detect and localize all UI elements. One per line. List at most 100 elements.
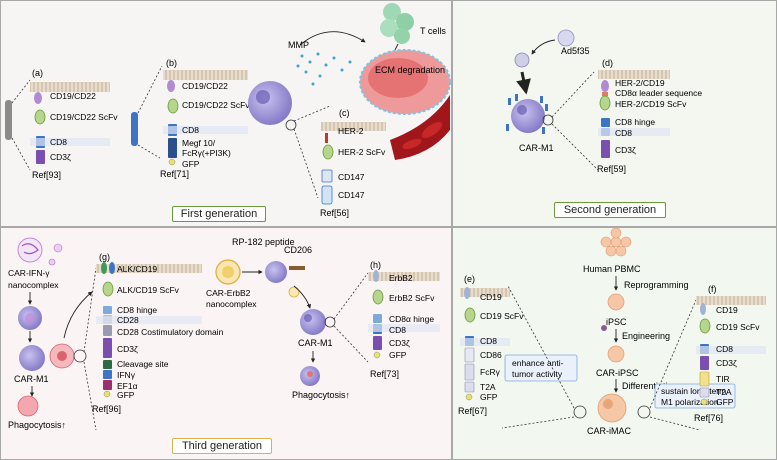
label-t-cells: T cells [420, 26, 446, 36]
label-ecm: ECM degradation [375, 65, 445, 75]
label-b-4: FcRγ(+PI3K) [182, 148, 231, 158]
ref-h: Ref[73] [370, 369, 399, 379]
label-e-6: GFP [480, 392, 498, 402]
construct-c: (c) HER-2 HER-2 ScFv CD147 CD147 Ref[56] [320, 108, 386, 218]
label-ifn-nano-0: CAR-IFN-γ [8, 268, 50, 278]
ref-c: Ref[56] [320, 208, 349, 218]
car-m1-erbb2-cell [300, 309, 326, 335]
tag-c: (c) [339, 108, 350, 118]
construct-d: (d) HER-2/CD19 CD8α leader sequence HER-… [597, 58, 702, 174]
ref-g: Ref[96] [92, 404, 121, 414]
second-generation-label: Second generation [554, 202, 666, 218]
third-gen-right: RP-182 peptide CAR-ErbB2 nanocomplex CD2… [206, 237, 369, 400]
label-d-0: HER-2/CD19 [615, 78, 665, 88]
label-f-2: CD8 [716, 344, 733, 354]
construct-f: (f) CD19 CD19 ScFv CD8 CD3ζ TIR T2A GFP … [694, 284, 766, 423]
second-gen-scene: Ad5f35 CAR-M1 [506, 29, 599, 171]
membrane-a [30, 82, 110, 92]
ad5f35-virus-icon [557, 29, 575, 47]
tag-e: (e) [464, 274, 475, 284]
label-e-3: CD86 [480, 350, 502, 360]
label-c-1: HER-2 ScFv [338, 147, 386, 157]
tag-d: (d) [602, 58, 613, 68]
t-cells-cluster [380, 3, 414, 44]
label-c-0: HER-2 [338, 126, 364, 136]
macrophage-cell [248, 81, 292, 125]
label-c-3: CD147 [338, 190, 365, 200]
label-car-m1-second: CAR-M1 [519, 143, 554, 153]
label-g-9: GFP [117, 390, 135, 400]
label-e-5: T2A [480, 382, 496, 392]
receptor-icon-b [131, 112, 138, 146]
label-erb-nano-1: nanocomplex [206, 299, 257, 309]
membrane-c [321, 122, 386, 131]
first-generation-label: First generation [172, 206, 266, 222]
tag-h: (h) [370, 260, 381, 270]
label-e-0: CD19 [480, 292, 502, 302]
label-ad5f35: Ad5f35 [561, 46, 590, 56]
ref-f: Ref[76] [694, 413, 723, 423]
membrane-e [460, 288, 510, 297]
label-g-2: CD8 hinge [117, 305, 157, 315]
third-generation-label: Third generation [172, 438, 272, 454]
panel-second-generation [452, 0, 777, 227]
car-m1-third-cell [19, 345, 45, 371]
label-ipsc: iPSC [606, 317, 627, 327]
construct-h: (h) ErbB2 ErbB2 ScFv CD8α hinge CD8 CD3ζ… [368, 260, 440, 379]
label-e-2: CD8 [480, 336, 497, 346]
label-g-3: CD28 [117, 315, 139, 325]
label-mmp: MMP [288, 40, 309, 50]
car-m1-cell [511, 99, 545, 133]
macrophage-cd206 [265, 261, 287, 283]
label-g-5: CD3ζ [117, 344, 138, 354]
label-phagocytosis-third: Phagocytosis↑ [8, 420, 66, 430]
phagocytosed-tumor [17, 395, 39, 417]
label-g-6: Cleavage site [117, 359, 169, 369]
label-c-2: CD147 [338, 172, 365, 182]
label-a-1: CD19/CD22 ScFv [50, 112, 118, 122]
label-a-0: CD19/CD22 [50, 91, 96, 101]
label-f-3: CD3ζ [716, 358, 737, 368]
tag-a: (a) [32, 68, 43, 78]
label-phagocytosis-erbb2: Phagocytosis↑ [292, 390, 350, 400]
label-erb-nano-0: CAR-ErbB2 [206, 288, 251, 298]
membrane-d [598, 70, 670, 79]
tag-b: (b) [166, 58, 177, 68]
panel-first-generation [0, 0, 452, 227]
label-car-m1-erbb2: CAR-M1 [298, 338, 333, 348]
tag-g: (g) [99, 252, 110, 262]
label-d-5: CD3ζ [615, 145, 636, 155]
third-gen-left: CAR-IFN-γ nanocomplex CAR-M1 Phagocytosi… [8, 237, 97, 431]
label-h-0: ErbB2 [389, 273, 413, 283]
adenovirus-icon [514, 52, 530, 68]
label-g-1: ALK/CD19 ScFv [117, 285, 180, 295]
membrane-b [163, 70, 248, 80]
label-d-3: CD8 hinge [615, 117, 655, 127]
receptor-icon-a [5, 100, 12, 140]
ecm-scene: MMP T cells ECM degradation [248, 3, 451, 199]
label-b-3: Megf 10/ [182, 138, 216, 148]
membrane-h [368, 272, 440, 281]
label-car-m1-third: CAR-M1 [14, 374, 49, 384]
construct-b: (b) CD19/CD22 CD19/CD22 ScFv CD8 Megf 10… [131, 58, 250, 179]
label-b-0: CD19/CD22 [182, 81, 228, 91]
label-car-imac: CAR-iMAC [587, 426, 631, 436]
label-g-7: IFNγ [117, 370, 136, 380]
mmp-dots [296, 52, 352, 86]
label-h-5: GFP [389, 350, 407, 360]
pbmc-cluster [600, 227, 632, 257]
label-rp182-peptide: RP-182 peptide [232, 237, 295, 247]
membrane-f [696, 296, 766, 305]
car-ipsc-cell [607, 345, 625, 363]
label-car-ipsc: CAR-iPSC [596, 368, 639, 378]
label-h-1: ErbB2 ScFv [389, 293, 435, 303]
label-d-2: HER-2/CD19 ScFv [615, 99, 687, 109]
label-b-2: CD8 [182, 125, 199, 135]
ref-b: Ref[71] [160, 169, 189, 179]
membrane-g [96, 264, 202, 273]
car-imac-cell [597, 393, 627, 423]
label-sustain-1: M1 polarization [661, 397, 719, 407]
ref-e: Ref[67] [458, 406, 487, 416]
label-b-1: CD19/CD22 ScFv [182, 100, 250, 110]
label-sustain-0: sustain long-term [661, 386, 726, 396]
